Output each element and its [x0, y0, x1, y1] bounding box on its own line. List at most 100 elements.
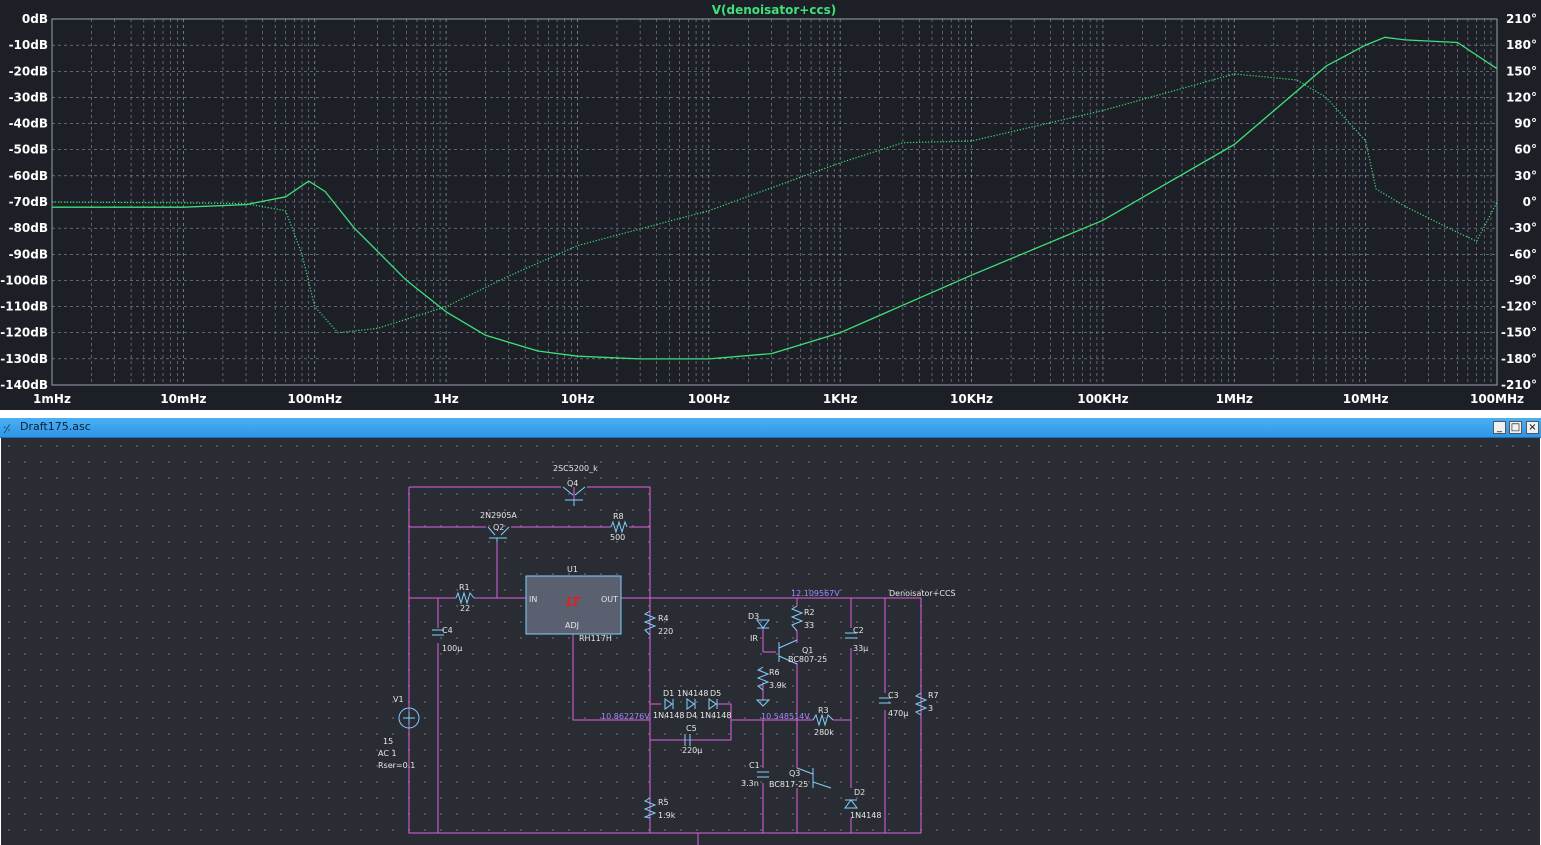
x-tick-label: 1KHz [823, 392, 858, 406]
r8-ref: R8 [613, 512, 624, 521]
c2-value: 33µ [853, 644, 868, 653]
y-left-tick-label: -40dB [9, 117, 48, 131]
y-left-tick-label: 0dB [22, 12, 48, 26]
r4-ref: R4 [658, 614, 669, 623]
r7-value: 3 [928, 704, 933, 713]
bode-plot[interactable]: V(denoisator+ccs) 0dB-10dB-20dB-30dB-40d… [0, 0, 1541, 410]
r2-ref: R2 [804, 608, 815, 617]
y-right-tick-label: 150° [1506, 64, 1537, 78]
r5-value: 1.9k [658, 811, 676, 820]
r2-value: 33 [804, 621, 814, 630]
y-left-tick-label: -10dB [9, 38, 48, 52]
y-right-tick-label: -150° [1501, 326, 1537, 340]
q4-value: 2SC5200_k [553, 464, 598, 473]
u1-value: RH117H [579, 634, 612, 643]
r1-value: 22 [460, 604, 470, 613]
d5-value: 1N4148 [700, 711, 731, 720]
q2-value: 2N2905A [480, 511, 517, 520]
d5-ref: D5 [710, 689, 721, 698]
schematic-window[interactable]: ⸓ Draft175.asc _ □ × [0, 418, 1541, 845]
node-voltage-mid: 10.548514V [761, 712, 810, 721]
x-tick-label: 100Hz [688, 392, 730, 406]
y-right-tick-label: 180° [1506, 38, 1537, 52]
q3-ref: Q3 [789, 769, 800, 778]
c5-ref: C5 [686, 724, 697, 733]
d1-ref: D1 [663, 689, 674, 698]
y-left-tick-label: -140dB [0, 378, 48, 392]
y-right-tick-label: -30° [1509, 221, 1537, 235]
c3-value: 470µ [888, 709, 908, 718]
d1-value: 1N4148 [653, 711, 684, 720]
u1-pin-out: OUT [601, 595, 618, 604]
u1-ref: U1 [567, 565, 578, 574]
y-left-tick-label: -130dB [0, 352, 48, 366]
y-left-tick-label: -80dB [9, 221, 48, 235]
d2-value: 1N4148 [850, 811, 881, 820]
waveform-pane[interactable]: V(denoisator+ccs) 0dB-10dB-20dB-30dB-40d… [0, 0, 1541, 410]
trace-layer [51, 36, 1498, 360]
y-left-tick-label: -110dB [0, 300, 48, 314]
u1-regulator-ic[interactable] [525, 575, 622, 635]
schematic-drawing[interactable]: LT IN OUT ADJ 2SC5200_k Q4 2N2905A Q2 R8… [1, 438, 1540, 845]
x-tick-label: 100mHz [287, 392, 342, 406]
schematic-canvas[interactable]: LT IN OUT ADJ 2SC5200_k Q4 2N2905A Q2 R8… [1, 438, 1540, 845]
y-left-tick-label: -90dB [9, 247, 48, 261]
c4-ref: C4 [442, 626, 453, 635]
plot-title[interactable]: V(denoisator+ccs) [712, 3, 836, 17]
pane-divider[interactable] [0, 410, 1541, 418]
phase-trace [51, 73, 1498, 334]
d4-mid-value: 1N4148 [677, 689, 708, 698]
q4-ref: Q4 [567, 479, 578, 488]
u1-pin-adj: ADJ [565, 621, 579, 630]
plot-grid [52, 19, 1497, 385]
y-right-tick-label: 90° [1514, 117, 1537, 131]
d3-ref: D3 [748, 612, 759, 621]
v1-ref: V1 [393, 695, 404, 704]
u1-pin-in: IN [529, 595, 537, 604]
net-label-output[interactable]: Denoisator+CCS [889, 589, 956, 598]
node-voltage-adj: 10.862276V [601, 712, 650, 721]
schematic-titlebar[interactable]: ⸓ Draft175.asc _ □ × [0, 418, 1541, 438]
r7-ref: R7 [928, 691, 939, 700]
v1-rser: Rser=0.1 [378, 761, 415, 770]
r3-value: 280k [814, 728, 834, 737]
q1-value: BC807-25 [788, 655, 827, 664]
y-right-tick-label: 60° [1514, 143, 1537, 157]
x-tick-label: 100KHz [1077, 392, 1128, 406]
x-tick-label: 100MHz [1470, 392, 1524, 406]
y-left-tick-label: -120dB [0, 326, 48, 340]
c2-ref: C2 [853, 626, 864, 635]
y-right-tick-label: -120° [1501, 300, 1537, 314]
r5-ref: R5 [658, 798, 669, 807]
y-left-tick-labels: 0dB-10dB-20dB-30dB-40dB-50dB-60dB-70dB-8… [0, 12, 48, 392]
y-left-tick-label: -20dB [9, 64, 48, 78]
x-tick-label: 10MHz [1343, 392, 1389, 406]
y-right-tick-label: -180° [1501, 352, 1537, 366]
q3-value: BC817-25 [769, 780, 808, 789]
q1-ref: Q1 [802, 646, 813, 655]
maximize-button[interactable]: □ [1509, 421, 1522, 434]
y-right-tick-label: 30° [1514, 169, 1537, 183]
d2-ref: D2 [854, 788, 865, 797]
r1-ref: R1 [459, 583, 470, 592]
y-right-tick-label: 120° [1506, 90, 1537, 104]
x-tick-label: 1mHz [33, 392, 71, 406]
r8-value: 500 [610, 533, 625, 542]
c1-value: 3.3n [741, 779, 759, 788]
c1-ref: C1 [749, 761, 760, 770]
c3-ref: C3 [888, 691, 899, 700]
schematic-window-title: Draft175.asc [20, 420, 91, 433]
close-button[interactable]: × [1526, 421, 1539, 434]
r4-value: 220 [658, 627, 673, 636]
y-left-tick-label: -50dB [9, 143, 48, 157]
y-right-tick-label: -210° [1501, 378, 1537, 392]
c4-value: 100µ [442, 644, 462, 653]
components [398, 486, 928, 819]
minimize-button[interactable]: _ [1493, 421, 1506, 434]
y-right-tick-label: 210° [1506, 12, 1537, 26]
x-tick-label: 1Hz [433, 392, 458, 406]
y-left-tick-label: -100dB [0, 273, 48, 287]
x-tick-label: 10Hz [561, 392, 595, 406]
wires [408, 486, 922, 845]
